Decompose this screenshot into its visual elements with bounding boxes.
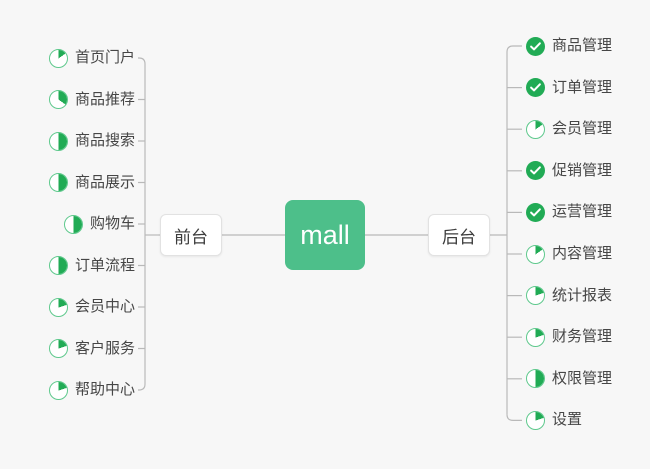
leaf-item-财务管理[interactable]: 财务管理	[526, 323, 612, 351]
pie-progress-icon	[48, 48, 68, 68]
leaf-item-商品搜索[interactable]: 商品搜索	[0, 127, 135, 155]
pie-progress-icon	[526, 119, 545, 139]
pie-progress-wedge	[527, 287, 544, 305]
leaf-item-商品展示[interactable]: 商品展示	[0, 169, 135, 197]
leaf-item-运营管理[interactable]: 运营管理	[526, 198, 612, 226]
leaf-item-客户服务[interactable]: 客户服务	[0, 335, 135, 363]
branch-node-backend[interactable]: 后台	[428, 214, 490, 256]
leaf-item-label: 订单流程	[74, 256, 135, 274]
pie-progress-icon	[63, 214, 83, 234]
pie-progress-wedge	[49, 381, 67, 399]
left-elbow-top	[138, 57, 146, 65]
leaf-item-label: 商品搜索	[74, 132, 135, 149]
pie-progress-wedge	[527, 245, 544, 263]
pie-progress-wedge	[527, 370, 544, 388]
right-elbow-bottom	[506, 414, 522, 421]
pie-progress-icon	[48, 90, 68, 109]
leaf-item-内容管理[interactable]: 内容管理	[526, 240, 612, 268]
check-circle-icon	[526, 36, 545, 56]
check-circle-icon	[526, 161, 545, 181]
pie-progress-icon	[48, 173, 68, 192]
pie-progress-wedge	[527, 411, 544, 429]
leaf-item-label: 订单管理	[552, 78, 613, 96]
leaf-item-label: 会员中心	[74, 298, 135, 315]
leaf-item-统计报表[interactable]: 统计报表	[526, 282, 612, 310]
pie-progress-icon	[48, 297, 68, 317]
leaf-item-label: 帮助中心	[74, 381, 135, 398]
leaf-item-label: 客户服务	[74, 339, 135, 357]
pie-progress-icon	[48, 339, 68, 358]
leaf-item-label: 商品展示	[74, 173, 135, 191]
leaf-item-label: 财务管理	[552, 328, 613, 346]
pie-progress-icon	[526, 410, 545, 430]
right-elbow-top	[506, 45, 522, 53]
check-circle-icon	[526, 202, 545, 222]
leaf-item-帮助中心[interactable]: 帮助中心	[0, 376, 135, 404]
leaf-item-会员中心[interactable]: 会员中心	[0, 293, 135, 321]
leaf-item-label: 购物车	[89, 215, 135, 232]
left-elbow-bottom	[138, 383, 146, 391]
pie-progress-wedge	[527, 328, 544, 346]
leaf-item-label: 权限管理	[552, 369, 613, 387]
leaf-item-label: 统计报表	[552, 286, 613, 304]
pie-progress-icon	[526, 369, 545, 389]
pie-progress-icon	[48, 256, 68, 275]
pie-progress-wedge	[49, 174, 67, 191]
leaf-item-label: 首页门户	[74, 49, 135, 66]
leaf-item-权限管理[interactable]: 权限管理	[526, 365, 612, 393]
leaf-item-订单流程[interactable]: 订单流程	[0, 252, 135, 280]
check-circle-icon	[526, 78, 545, 98]
leaf-item-订单管理[interactable]: 订单管理	[526, 74, 612, 102]
leaf-item-会员管理[interactable]: 会员管理	[526, 115, 612, 143]
pie-progress-icon	[48, 380, 68, 400]
leaf-item-商品管理[interactable]: 商品管理	[526, 32, 612, 60]
pie-progress-wedge	[49, 340, 67, 357]
leaf-item-商品推荐[interactable]: 商品推荐	[0, 86, 135, 114]
leaf-item-购物车[interactable]: 购物车	[0, 210, 135, 238]
leaf-item-促销管理[interactable]: 促销管理	[526, 157, 612, 185]
pie-progress-icon	[526, 244, 545, 264]
pie-progress-wedge	[49, 91, 67, 108]
leaf-item-首页门户[interactable]: 首页门户	[0, 44, 135, 72]
branch-node-frontend-label: 前台	[174, 227, 208, 247]
pie-progress-icon	[48, 131, 68, 151]
pie-progress-icon	[526, 327, 545, 347]
leaf-item-label: 运营管理	[552, 203, 613, 221]
leaf-item-设置[interactable]: 设置	[526, 406, 582, 434]
pie-progress-wedge	[49, 298, 67, 316]
leaf-item-label: 内容管理	[552, 245, 613, 262]
root-node-mall[interactable]: mall	[285, 200, 365, 270]
leaf-item-label: 设置	[552, 411, 583, 429]
branch-node-frontend[interactable]: 前台	[160, 214, 222, 256]
pie-progress-wedge	[49, 49, 67, 67]
pie-progress-wedge	[527, 120, 544, 138]
leaf-item-label: 会员管理	[552, 120, 613, 138]
leaf-item-label: 商品管理	[552, 37, 613, 54]
leaf-item-label: 商品推荐	[74, 90, 135, 108]
root-node-label: mall	[300, 219, 350, 250]
branch-node-backend-label: 后台	[442, 227, 476, 247]
pie-progress-wedge	[49, 132, 67, 150]
pie-progress-wedge	[49, 257, 67, 274]
pie-progress-wedge	[64, 215, 82, 233]
leaf-item-label: 促销管理	[552, 161, 613, 179]
pie-progress-icon	[526, 286, 545, 306]
